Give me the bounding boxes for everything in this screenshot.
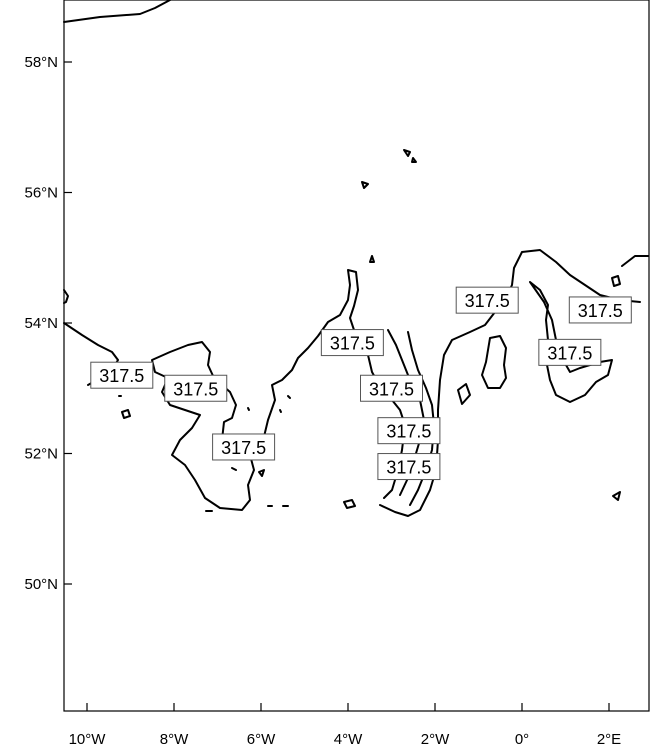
contour-label: 317.5 [538,338,602,366]
y-tick-label: 54°N [24,315,58,332]
contour-line [63,0,171,23]
contour-label: 317.5 [320,329,384,357]
contour-label: 317.5 [455,286,519,314]
y-tick-label: 56°N [24,185,58,202]
contour-label-text: 317.5 [547,343,592,363]
contour-label-text: 317.5 [465,291,510,311]
contour-line [343,499,356,509]
contour-line [247,407,250,411]
x-tick-label: 8°W [160,731,189,748]
map-frame [63,0,650,712]
contour-label: 317.5 [164,374,228,402]
contour-line [379,249,641,517]
contour-label-text: 317.5 [386,422,431,442]
contour-label-text: 317.5 [386,458,431,478]
contour-line [231,467,237,471]
contour-line [457,383,471,405]
contour-label-box [212,433,276,461]
contour-labels: 317.5 317.5 317.5 317.5 317.5 317.5 317.5 317.5… [90,286,632,481]
contour-line [481,335,507,389]
contour-label: 317.5 [360,374,423,402]
contour-line [63,289,69,304]
contour-label: 317.5 [377,417,441,445]
x-tick-label: 6°W [247,731,276,748]
contour-line [258,469,265,477]
contour-line [279,409,282,413]
contour-line [287,395,291,399]
contour-label: 317.5 [90,361,154,389]
contour-line [151,341,255,511]
contour-label-box [538,338,602,366]
contour-line [121,409,131,419]
x-tick-label: 4°W [334,731,363,748]
x-tick-label: 2°E [597,731,621,748]
y-tick-label: 58°N [24,54,58,71]
contour-line [403,149,411,157]
contour-label-box [164,374,228,402]
x-tick-label: 0° [515,731,529,748]
y-tick-label: 52°N [24,446,58,463]
contour-label: 317.5 [568,296,632,324]
contour-label-box [320,329,384,357]
x-tick-label: 2°W [421,731,450,748]
contour-label-text: 317.5 [99,366,144,386]
y-axis-labels: 58°N 56°N 54°N 52°N 50°N [24,54,58,593]
contour-label-box [360,374,423,402]
contour-label-box [568,296,632,324]
x-tick-label: 10°W [69,731,107,748]
contour-line [361,181,369,189]
contour-line [261,269,359,446]
contour-label: 317.5 [377,453,441,481]
y-tick-label: 50°N [24,576,58,593]
contour-label-text: 317.5 [330,334,375,354]
contour-line [621,255,649,267]
contour-label-box [377,417,441,445]
contour-label-box [455,286,519,314]
contour-label-text: 317.5 [221,438,266,458]
contour-label: 317.5 [212,433,276,461]
x-axis-labels: 10°W 8°W 6°W 4°W 2°W 0° 2°E [69,731,622,748]
contour-lines [63,0,649,517]
contour-line [369,255,375,263]
contour-label-text: 317.5 [369,379,414,399]
contour-label-text: 317.5 [578,301,623,321]
axis-ticks [64,61,610,711]
contour-line [411,157,417,163]
contour-line [612,491,621,501]
contour-label-text: 317.5 [173,379,218,399]
contour-line [611,275,621,287]
contour-label-box [377,453,441,481]
contour-label-box [90,361,154,389]
